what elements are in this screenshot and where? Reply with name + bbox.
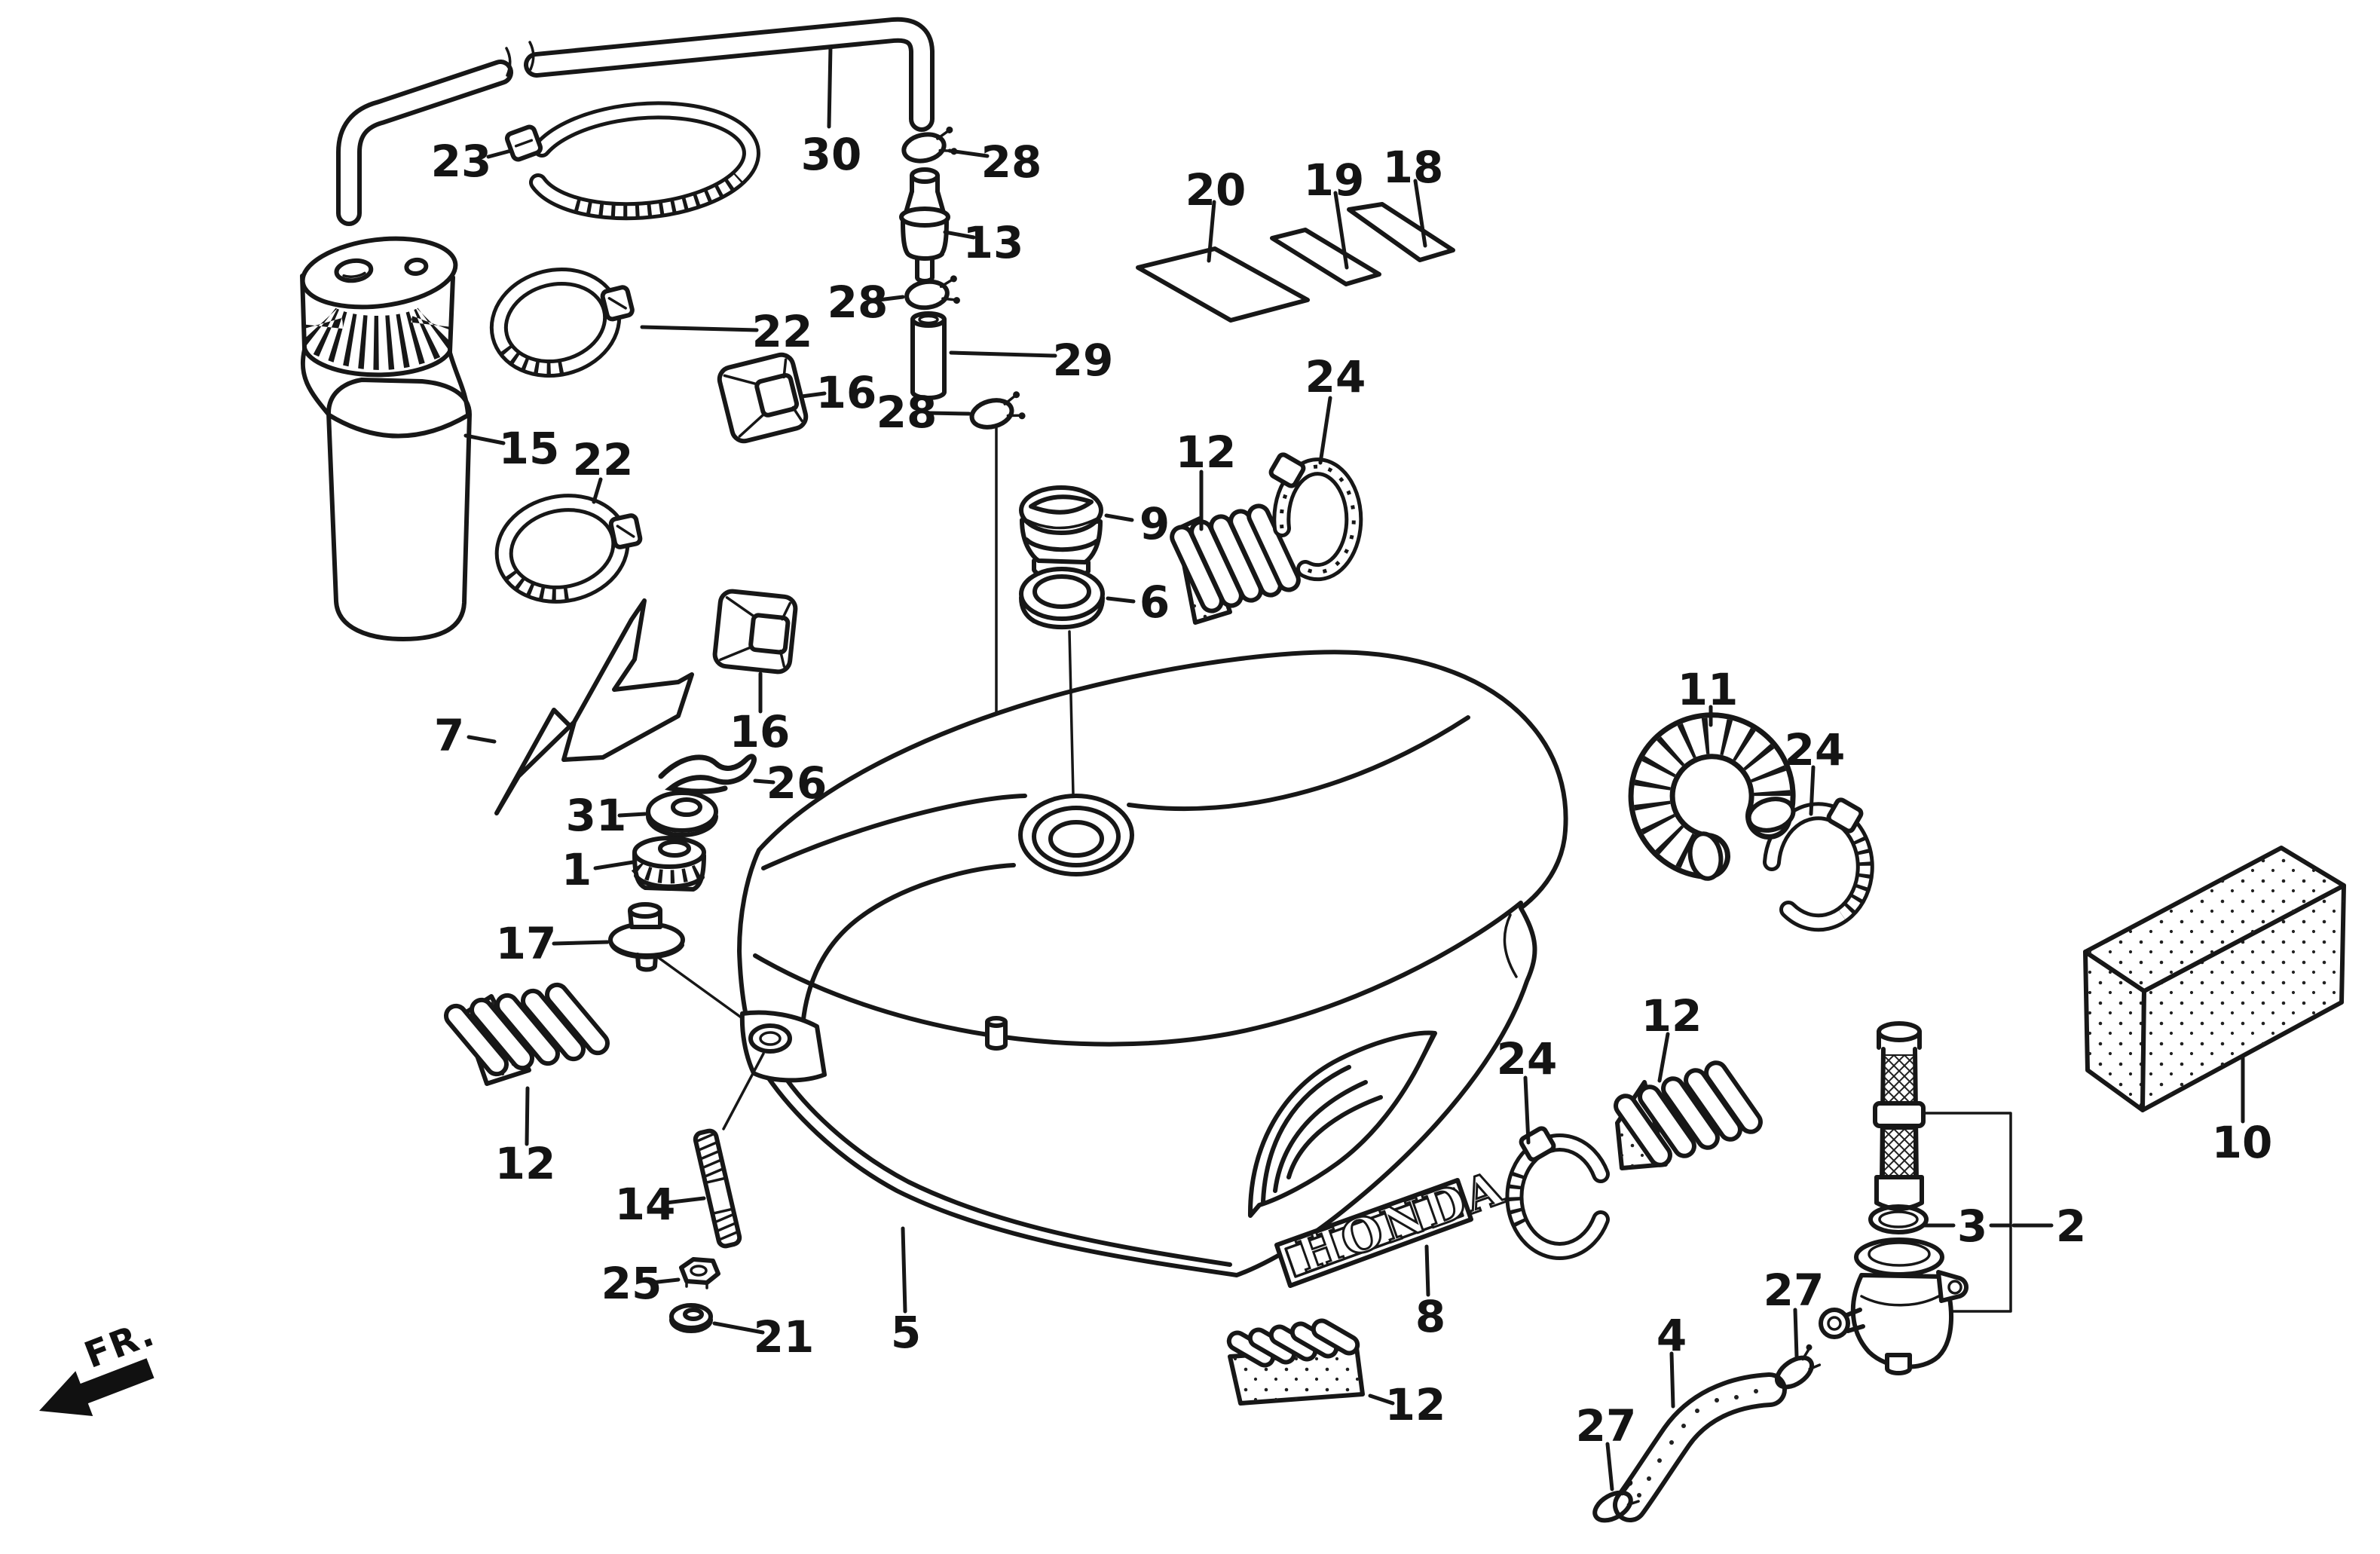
callout-12b: 12 <box>1176 427 1237 478</box>
callout-12c: 12 <box>1641 990 1702 1042</box>
part-9-filler-cap <box>1019 485 1103 581</box>
callouts: 23 30 28 13 20 19 18 28 29 28 15 22 22 1… <box>431 129 2273 1452</box>
callout-3: 3 <box>1957 1201 1987 1252</box>
callout-21: 21 <box>754 1311 815 1363</box>
part-12-rubber-pad-a <box>444 982 610 1086</box>
part-20-label-sticker <box>1136 246 1310 323</box>
part-16-corner-grommet-a <box>717 352 809 444</box>
callout-6: 6 <box>1140 577 1170 628</box>
part-6-cap-gasket <box>1019 567 1105 796</box>
part-21-washer <box>669 1303 713 1333</box>
part-13-tube-joint <box>899 167 950 283</box>
callout-14: 14 <box>615 1179 676 1230</box>
part-4-drain-hose <box>1613 1372 1787 1522</box>
part-22-band-clamp-a <box>489 267 635 378</box>
part-19-caution-sticker <box>1270 228 1381 286</box>
part-17-mount-grommet <box>608 902 755 1028</box>
part-12-rubber-pad-b <box>1170 503 1301 625</box>
callout-12d: 12 <box>1385 1379 1446 1430</box>
callout-17: 17 <box>496 918 557 969</box>
callout-24c: 24 <box>1497 1033 1558 1084</box>
callout-26: 26 <box>766 757 827 809</box>
part-16-corner-grommet-b <box>712 589 798 675</box>
part-12-rubber-pad-d <box>1226 1318 1365 1406</box>
callout-24b: 24 <box>1785 724 1846 775</box>
part-28-tube-clip-a <box>901 126 958 164</box>
part-1-knurled-nut <box>631 836 707 892</box>
callout-23: 23 <box>431 136 492 187</box>
callout-15: 15 <box>499 423 560 474</box>
part-28-tube-clip-c <box>969 391 1026 430</box>
callout-16a: 16 <box>816 367 877 418</box>
callout-28b: 28 <box>827 277 889 328</box>
callout-19: 19 <box>1304 154 1365 206</box>
part-18-caution-sticker <box>1347 202 1455 262</box>
part-29-joint-tube <box>910 311 947 400</box>
part-24-setting-band-c <box>1505 1126 1610 1260</box>
part-7-zigzag-bracket <box>494 598 694 815</box>
callout-1: 1 <box>561 844 592 895</box>
callout-4: 4 <box>1657 1310 1687 1361</box>
callout-5: 5 <box>891 1307 921 1358</box>
callout-10: 10 <box>2212 1117 2273 1168</box>
part-15-reserve-bottle <box>300 236 472 641</box>
callout-8: 8 <box>1415 1291 1445 1342</box>
callout-27a: 27 <box>1764 1265 1825 1316</box>
part-12-rubber-pad-c <box>1614 1060 1763 1170</box>
callout-31: 31 <box>566 790 627 841</box>
fr-direction-arrow: FR. <box>39 1312 161 1416</box>
callout-22a: 22 <box>752 306 813 357</box>
leader-lines <box>463 44 2054 1491</box>
part-26-wire-clip <box>658 754 757 794</box>
callout-25: 25 <box>601 1258 662 1309</box>
callout-28a: 28 <box>981 136 1042 188</box>
part-30-fuel-tube <box>336 17 935 226</box>
callout-12a: 12 <box>495 1138 556 1189</box>
part-22-band-clamp-b <box>494 494 643 604</box>
callout-2: 2 <box>2056 1201 2086 1252</box>
part-2-fuel-valve-assembly <box>1819 1021 2012 1375</box>
callout-13: 13 <box>963 217 1024 268</box>
callout-20: 20 <box>1185 164 1247 216</box>
part-14-stud-bolt <box>693 1128 742 1249</box>
callout-9: 9 <box>1140 498 1170 549</box>
callout-27b: 27 <box>1576 1400 1637 1452</box>
callout-16b: 16 <box>730 706 791 757</box>
callout-22b: 22 <box>573 434 634 485</box>
callout-29: 29 <box>1053 335 1114 386</box>
fr-arrow-icon <box>39 1358 154 1416</box>
callout-28c: 28 <box>876 387 938 438</box>
part-25-nut <box>679 1257 720 1289</box>
part-31-washer <box>646 791 718 837</box>
part-27-hose-clip-b <box>1592 1479 1640 1523</box>
callout-30: 30 <box>801 129 862 180</box>
part-3-o-ring <box>1868 1204 1929 1234</box>
callout-24a: 24 <box>1305 351 1366 402</box>
part-10-foam-block <box>2083 846 2346 1124</box>
part-24-setting-band-a <box>1268 452 1363 582</box>
part-11-corrugated-sleeve <box>1628 712 1796 881</box>
part-27-hose-clip-a <box>1775 1344 1822 1390</box>
part-23-tube-clamp <box>504 101 760 221</box>
callout-18: 18 <box>1383 142 1444 193</box>
callout-11: 11 <box>1678 664 1739 715</box>
callout-7: 7 <box>434 710 464 761</box>
